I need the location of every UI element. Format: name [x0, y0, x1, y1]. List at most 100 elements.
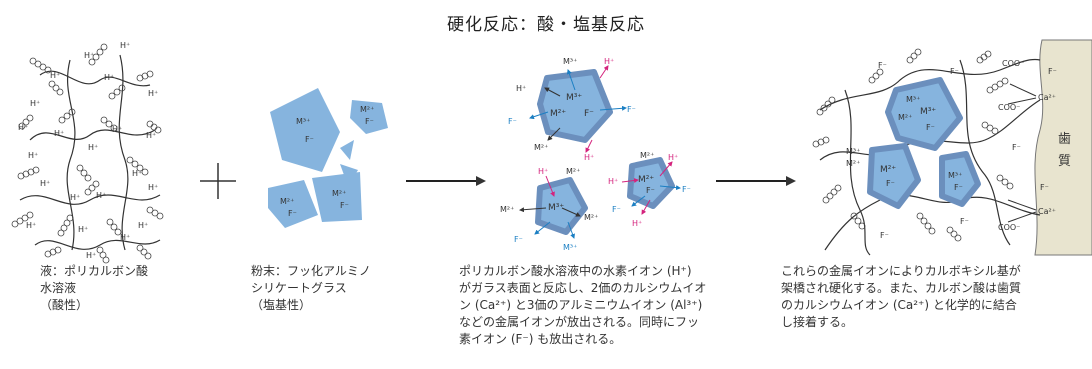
m3-label: M³⁺ [563, 57, 577, 66]
h-ion-label: H⁺ [132, 169, 142, 178]
carboxyl-ring [34, 60, 42, 68]
glass-particle [270, 88, 340, 172]
m2-label: M²⁺ [898, 113, 912, 122]
h-ion-label: H⁺ [54, 129, 64, 138]
tooth-bond-lines [1007, 83, 1037, 223]
carboxyl-ring [92, 180, 100, 188]
carboxyl-ring [26, 114, 34, 122]
ca-label: Ca²⁺ [1038, 93, 1056, 102]
carboxyl-ring [29, 57, 37, 65]
m2-label: M²⁺ [280, 197, 294, 206]
carboxyl-ring [920, 217, 928, 225]
polymer-chain [39, 70, 151, 87]
f-label: F⁻ [612, 205, 621, 214]
carboxyl-ring [118, 84, 126, 92]
h-ion-label: H⁺ [50, 71, 60, 80]
f-label: F⁻ [584, 109, 594, 119]
f-label: F⁻ [1040, 183, 1049, 192]
glass-particle [350, 100, 388, 134]
carboxyl-ring [141, 168, 149, 176]
f-label: F⁻ [514, 235, 523, 244]
carboxyl-ring [99, 251, 107, 259]
glass-ion-labels: M³⁺ F⁻ M²⁺ F⁻ M²⁺ F⁻ M²⁺ F⁻ [280, 105, 374, 218]
carboxyl-ring [44, 250, 52, 258]
carboxyl-ring [80, 169, 88, 177]
carboxyl-ring [910, 52, 918, 60]
carboxyl-ring [21, 214, 29, 222]
m-label: M²⁺ [566, 167, 580, 176]
polymer-chain [29, 129, 156, 141]
carboxyl-ring [1006, 182, 1014, 190]
carboxyl-ring [131, 160, 139, 168]
coo-label: COO⁻ [1002, 59, 1024, 68]
reacting-particle [535, 177, 588, 235]
carboxyl-ring [146, 70, 154, 78]
carboxyl-ring [954, 234, 962, 242]
carboxyl-ring [872, 72, 880, 80]
polymer-chain [34, 239, 161, 250]
carboxyl-ring [60, 224, 68, 232]
carboxyl-ring [110, 124, 118, 132]
carboxyl-ring [156, 212, 164, 220]
f-label: F⁻ [340, 201, 349, 210]
carboxyl-ring [906, 56, 914, 64]
carboxyl-ring [858, 222, 866, 230]
h-ion-label: H⁺ [26, 221, 36, 230]
crosslinked-particles [867, 77, 981, 209]
glass-powder [268, 88, 388, 228]
hydrogen-ions-liquid: H⁺H⁺H⁺H⁺H⁺H⁺H⁺H⁺H⁺H⁺H⁺H⁺H⁺H⁺H⁺H⁺H⁺H⁺H⁺H⁺… [18, 41, 158, 260]
carboxyl-ring [84, 174, 92, 182]
h-ion-label: H⁺ [40, 179, 50, 188]
carboxyl-ring [57, 229, 65, 237]
diagram-title: 硬化反応：酸・塩基反応 [447, 15, 645, 35]
m3-label: M³⁺ [548, 203, 564, 213]
m3-label: M³⁺ [566, 93, 582, 103]
carboxyl-ring [144, 252, 152, 260]
polymer-chain [66, 59, 76, 251]
carboxyl-ring [58, 116, 66, 124]
f-label: F⁻ [1048, 67, 1057, 76]
h-ion-label: H⁺ [86, 251, 96, 260]
h-ion-label: H⁺ [120, 233, 130, 242]
caption-powder: 粉末：フッ化アルミノ シリケートグラス （塩基性） [251, 264, 371, 312]
carboxyl-ring [68, 108, 76, 116]
h-label: H⁺ [668, 153, 678, 162]
carboxyl-ring [150, 123, 158, 131]
carboxyl-ring [1001, 178, 1009, 186]
carboxyl-ring [876, 68, 884, 76]
h-ion-label: H⁺ [138, 221, 148, 230]
f-label: F⁻ [886, 179, 895, 188]
polymer-chain [118, 54, 129, 251]
carboxyl-ring [110, 223, 118, 231]
h-ion-label: H⁺ [96, 191, 106, 200]
m3-label: M³⁺ [920, 107, 936, 117]
carboxyl-ring [154, 126, 162, 134]
caption-result: これらの金属イオンによりカルボキシル基が 架橋され硬化する。また、カルボン酸は歯… [781, 264, 1022, 329]
f-label: F⁻ [880, 231, 889, 240]
carboxyl-ring [850, 212, 858, 220]
embedded-particle [867, 143, 921, 209]
caption-liquid: 液：ポリカルボン酸 水溶液 （酸性） [40, 264, 149, 312]
h-ion-label: H⁺ [30, 99, 40, 108]
carboxyl-ring [66, 214, 74, 222]
f-label: F⁻ [288, 209, 297, 218]
tooth-label: 歯 [1058, 132, 1071, 147]
h-ion-label: H⁺ [88, 143, 98, 152]
f-label: F⁻ [305, 135, 314, 144]
carboxyl-ring [126, 156, 134, 164]
carboxyl-ring [812, 140, 820, 148]
carboxyl-ring [108, 92, 116, 100]
carboxyl-ring [828, 96, 836, 104]
h-label: H⁺ [516, 84, 526, 93]
plus-sign [200, 163, 236, 199]
carboxyl-ring [136, 164, 144, 172]
f-label: F⁻ [950, 67, 959, 76]
carboxyl-ring [22, 118, 30, 126]
m3-label: M³⁺ [296, 117, 310, 126]
carboxyl-ring [88, 184, 96, 192]
carboxyl-ring [63, 219, 71, 227]
released-ion-labels: M³⁺ H⁺ H⁺ M³⁺ M²⁺ F⁻ F⁻ F⁻ M²⁺ H⁺ H⁺ M²⁺… [500, 57, 691, 252]
carboxyl-ring [820, 104, 828, 112]
ca-label: Ca²⁺ [1038, 207, 1056, 216]
